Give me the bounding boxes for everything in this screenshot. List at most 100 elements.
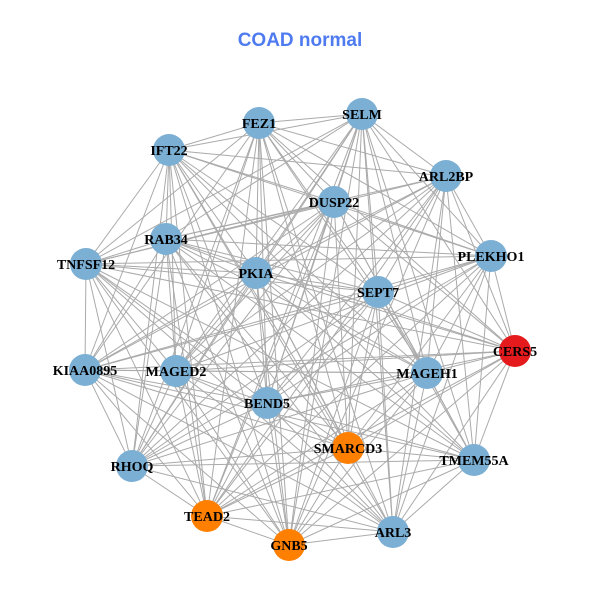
node-circle — [240, 257, 272, 289]
node-circle — [251, 387, 283, 419]
node-circle — [150, 223, 182, 255]
edge — [175, 370, 268, 404]
edge — [131, 402, 268, 467]
edge — [85, 263, 208, 517]
edge — [131, 372, 428, 467]
node-plekho1[interactable]: PLEKHO1 — [458, 240, 525, 272]
edge — [258, 122, 335, 203]
node-cers5[interactable]: CERS5 — [493, 335, 537, 367]
node-bend5[interactable]: BEND5 — [244, 387, 290, 419]
edge — [168, 149, 475, 461]
edge — [84, 238, 167, 371]
node-label: BEND5 — [244, 397, 290, 412]
node-rhoq[interactable]: RHOQ — [111, 450, 154, 482]
edge — [266, 372, 428, 404]
node-selm[interactable]: SELM — [342, 98, 382, 130]
node-label: DUSP22 — [309, 196, 360, 211]
edge — [168, 149, 208, 517]
edge — [84, 369, 208, 517]
edge — [168, 149, 394, 533]
edge — [85, 263, 268, 404]
edge — [333, 201, 516, 352]
node-ift22[interactable]: IFT22 — [150, 134, 188, 166]
edge — [85, 201, 335, 265]
node-label: TMEM55A — [439, 454, 509, 469]
edge — [85, 263, 290, 546]
edge — [131, 291, 379, 467]
edge — [175, 255, 492, 372]
node-smarcd3[interactable]: SMARCD3 — [314, 432, 382, 464]
node-arl2bp[interactable]: ARL2BP — [419, 160, 474, 192]
edge — [266, 201, 335, 404]
node-mageh1[interactable]: MAGEH1 — [396, 357, 458, 389]
edge — [377, 175, 447, 293]
edge — [333, 201, 492, 257]
edge — [168, 149, 290, 546]
node-pkia[interactable]: PKIA — [239, 257, 275, 289]
edge — [347, 113, 363, 449]
edge — [131, 465, 394, 533]
node-sept7[interactable]: SEPT7 — [357, 276, 399, 308]
node-gnb5[interactable]: GNB5 — [270, 529, 308, 561]
edge — [288, 531, 394, 546]
node-dusp22[interactable]: DUSP22 — [309, 186, 360, 218]
node-label: SELM — [342, 108, 382, 123]
edge — [131, 459, 475, 467]
edge — [288, 350, 516, 546]
node-arl3[interactable]: ARL3 — [375, 516, 412, 548]
node-label: CERS5 — [493, 345, 537, 360]
edge — [84, 149, 170, 371]
edge — [84, 369, 475, 461]
node-tead2[interactable]: TEAD2 — [184, 500, 230, 532]
node-fez1[interactable]: FEZ1 — [242, 107, 276, 139]
edge — [85, 255, 492, 265]
edge — [84, 350, 516, 371]
edge — [266, 255, 492, 404]
node-circle — [332, 432, 364, 464]
node-circle — [243, 107, 275, 139]
edge — [445, 175, 475, 461]
node-maged2[interactable]: MAGED2 — [146, 355, 207, 387]
edge — [165, 238, 516, 352]
node-rab34[interactable]: RAB34 — [144, 223, 188, 255]
node-label: TNFSF12 — [57, 258, 115, 273]
node-tnfsf12[interactable]: TNFSF12 — [57, 248, 115, 280]
edge — [255, 122, 260, 274]
edge — [165, 238, 177, 372]
node-label: TEAD2 — [184, 510, 230, 525]
edge — [426, 175, 447, 374]
edge — [266, 402, 290, 546]
node-label: MAGEH1 — [396, 367, 457, 382]
edge — [392, 372, 428, 533]
edge — [377, 255, 492, 293]
edge — [165, 113, 363, 240]
edge — [175, 122, 260, 372]
edge — [131, 149, 170, 467]
node-kiaa0895[interactable]: KIAA0895 — [53, 354, 118, 386]
edge — [85, 263, 133, 467]
edge — [85, 263, 379, 293]
edge — [347, 372, 428, 449]
edge — [361, 113, 447, 177]
node-circle — [70, 248, 102, 280]
edge — [347, 291, 379, 449]
edge — [85, 263, 349, 449]
edge — [255, 272, 268, 404]
edge — [84, 369, 133, 467]
edge — [168, 149, 379, 293]
edge — [85, 263, 516, 352]
edge — [288, 447, 349, 546]
edge — [165, 238, 379, 293]
edge — [255, 272, 475, 461]
edge — [84, 263, 87, 371]
node-label: PLEKHO1 — [458, 250, 525, 265]
edge — [266, 402, 394, 533]
edge — [258, 122, 349, 449]
node-label: SMARCD3 — [314, 442, 382, 457]
edge — [255, 272, 394, 533]
node-tmem55a[interactable]: TMEM55A — [439, 444, 509, 476]
edge — [84, 369, 349, 449]
edge — [258, 122, 447, 177]
edge — [392, 255, 492, 533]
